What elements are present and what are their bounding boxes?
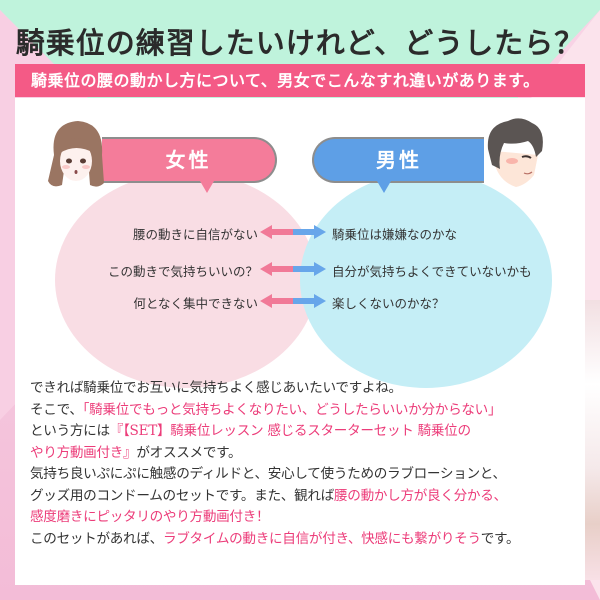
page-title: 騎乗位の練習したいけれど、どうしたら？ bbox=[15, 26, 585, 60]
female-label-bubble: 女性 bbox=[102, 137, 277, 183]
female-item-3: 何となく集中できない bbox=[133, 296, 258, 311]
highlight-movement: 腰の動かし方が良く分かる、 bbox=[334, 487, 507, 504]
male-item-3: 楽しくないのかな？ bbox=[332, 296, 445, 311]
male-label-bubble: 男性 bbox=[312, 137, 484, 183]
double-arrow-icon bbox=[260, 294, 326, 308]
body-line-4: やり方動画付き』がオススメです。 bbox=[30, 444, 242, 461]
female-item-1: 腰の動きに自信がない bbox=[132, 227, 258, 242]
highlight-quote: 「騎乗位でもっと気持ちよくなりたい、どうしたらいいか分からない」 bbox=[82, 401, 502, 418]
double-arrow-icon bbox=[260, 262, 326, 276]
female-bubble-tail bbox=[200, 181, 214, 193]
body-line-7: 感度磨きにピッタリのやり方動画付き！ bbox=[30, 507, 590, 529]
female-avatar-icon bbox=[48, 121, 104, 187]
product-name-highlight: 『【SET】騎乗位レッスン 感じるスターターセット 騎乗位の bbox=[109, 423, 471, 439]
double-arrow-icon bbox=[260, 225, 326, 239]
male-bubble-tail bbox=[377, 181, 391, 193]
body-line-1: できれば騎乗位でお互いに気持ちよく感じあいたいですよね。 bbox=[30, 380, 402, 396]
body-line-6: グッズ用のコンドームのセットです。また、観れば腰の動かし方が良く分かる、 bbox=[30, 487, 507, 504]
female-circle bbox=[55, 172, 317, 388]
male-item-2: 自分が気持ちよくできていないかも bbox=[332, 264, 532, 279]
product-name-highlight-cont: やり方動画付き』 bbox=[30, 444, 137, 461]
male-avatar-icon bbox=[487, 118, 543, 187]
body-line-3: という方には『【SET】騎乗位レッスン 感じるスターターセット 騎乗位の bbox=[30, 423, 471, 439]
body-line-2: そこで、「騎乗位でもっと気持ちよくなりたい、どうしたらいいか分からない」 bbox=[30, 401, 502, 418]
highlight-video: 感度磨きにピッタリのやり方動画付き！ bbox=[30, 509, 270, 525]
male-circle bbox=[300, 172, 552, 388]
description-text: できれば騎乗位でお互いに気持ちよく感じあいたいですよね。 そこで、「騎乗位でもっ… bbox=[30, 378, 590, 550]
subtitle-banner: 騎乗位の腰の動かし方について、男女でこんなすれ違いがあります。 bbox=[15, 64, 585, 97]
body-line-8: このセットがあれば、ラブタイムの動きに自信が付き、快感にも繋がりそうです。 bbox=[30, 530, 520, 547]
body-line-5: 気持ち良いぷにぷに触感のディルドと、安心して使うためのラブローションと、 bbox=[30, 466, 506, 482]
male-item-1: 騎乗位は嫌嫌なのかな bbox=[332, 227, 458, 242]
female-item-2: この動きで気持ちいいの？ bbox=[107, 264, 258, 279]
highlight-confidence: ラブタイムの動きに自信が付き、快感にも繋がりそう bbox=[162, 530, 481, 547]
